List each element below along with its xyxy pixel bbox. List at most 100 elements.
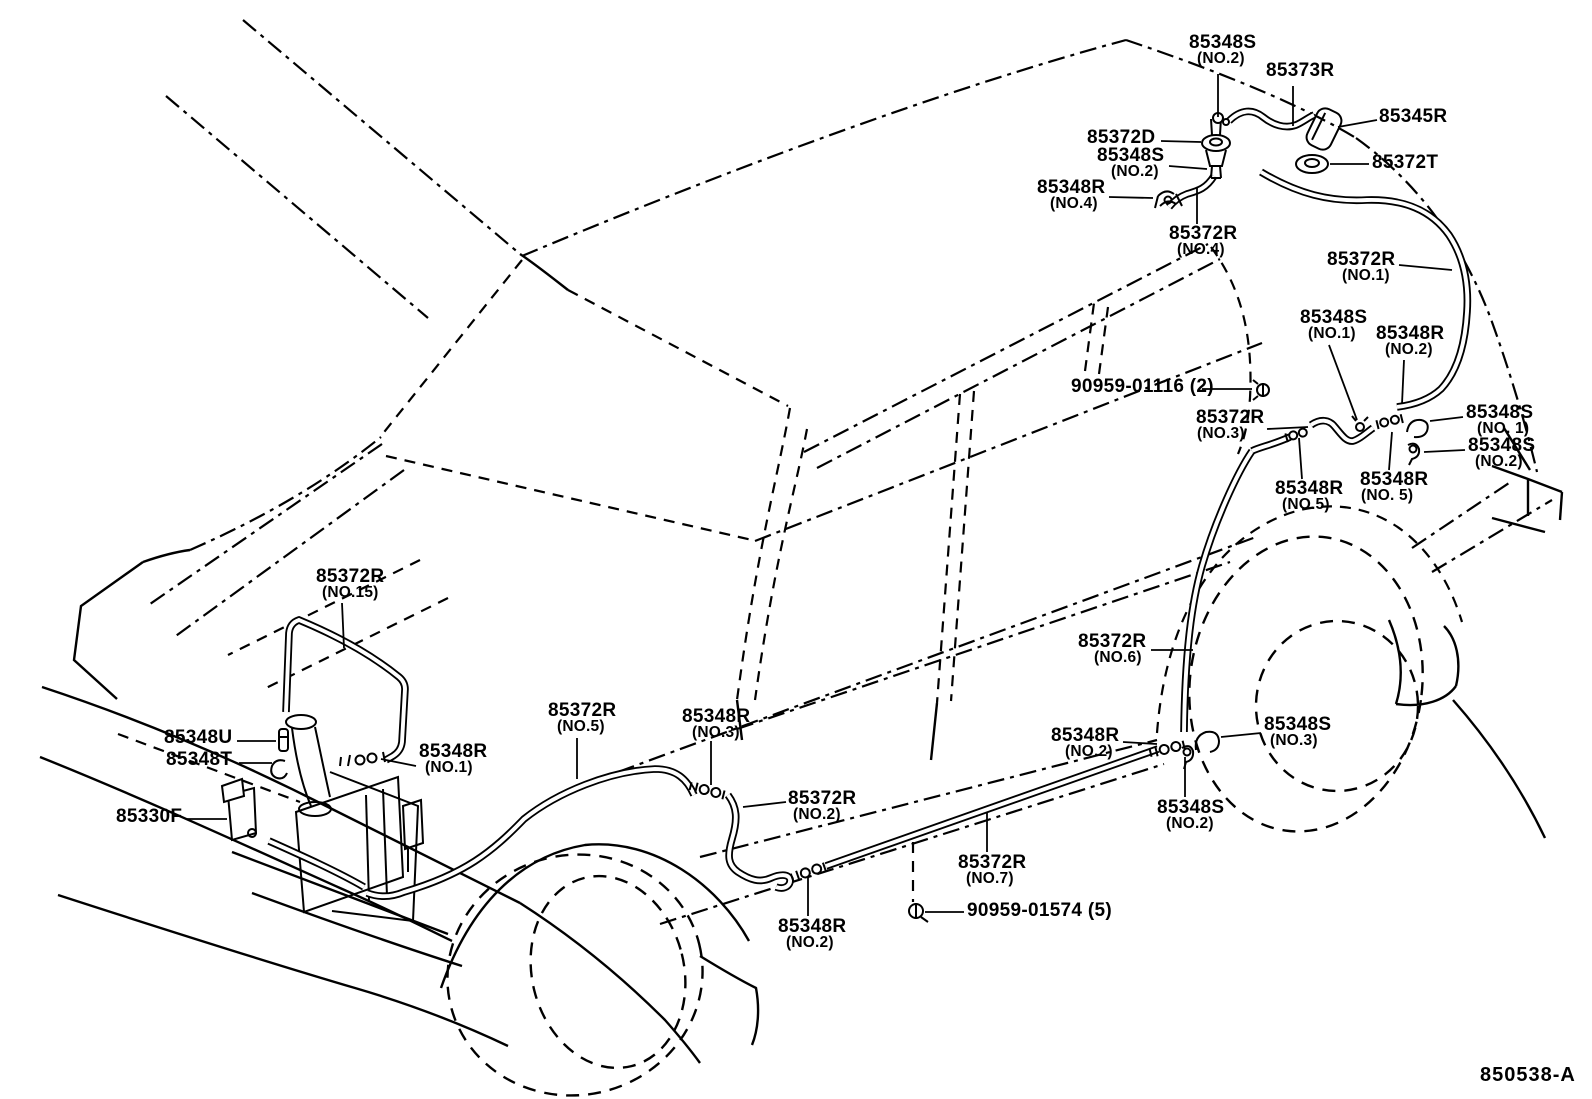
leader-line	[1108, 196, 1154, 199]
part-label-85348s: 85348S(NO.2)	[1189, 33, 1256, 67]
leader-line	[1337, 119, 1378, 128]
window-divider-2	[1097, 306, 1110, 375]
part-number: 85348U	[164, 727, 233, 748]
hose-no1	[1259, 168, 1472, 411]
front-tire	[446, 853, 704, 1097]
part-number: 85372R	[316, 566, 385, 587]
clip-90959-01116	[1252, 379, 1270, 401]
front-wheel-arch	[439, 843, 751, 989]
front-mudflap	[699, 954, 760, 1046]
part-note: (NO.2)	[1385, 341, 1433, 358]
roof-rail-line	[803, 243, 1209, 453]
leader-line	[380, 758, 417, 767]
part-note: (NO.3)	[1197, 425, 1245, 442]
leader-line	[1266, 426, 1309, 430]
part-label-85348r: 85348R(NO.4)	[1037, 178, 1105, 212]
part-note: (NO.6)	[1094, 649, 1142, 666]
leader-line	[1160, 140, 1202, 143]
leader-line	[1328, 344, 1358, 421]
part-number: 90959-01116 (2)	[1071, 376, 1214, 397]
part-label-85372r: 85372R(NO.4)	[1169, 224, 1237, 258]
windshield-corner	[519, 253, 569, 291]
cowl-line	[385, 454, 753, 542]
part-number: 85348S	[1300, 307, 1368, 328]
part-number: 85348S	[1468, 435, 1536, 456]
roof-front-edge	[242, 19, 521, 255]
part-number: 85372R	[1327, 249, 1396, 270]
leader-line	[1298, 437, 1303, 480]
part-note: (NO.3)	[1270, 732, 1318, 749]
rear-door-seam-bottom	[929, 702, 939, 761]
part-number: 85348R	[1051, 725, 1120, 746]
part-label-85348r: 85348R(NO.3)	[682, 707, 750, 741]
pump-cap	[220, 777, 246, 804]
part-85348t	[270, 759, 288, 780]
part-number: 85348R	[1376, 323, 1445, 344]
part-label-85372d: 85372D	[1087, 128, 1155, 147]
bumper-mid	[39, 755, 453, 943]
hood-top-line	[149, 443, 383, 605]
leader-line	[1429, 416, 1464, 422]
quarter-line	[1411, 482, 1510, 549]
reservoir-back	[329, 771, 420, 923]
part-number: 85348R	[778, 916, 847, 937]
leader-line	[1401, 359, 1405, 405]
part-note: (NO.7)	[966, 870, 1014, 887]
part-number: 85372T	[1372, 152, 1439, 173]
leader-lines	[187, 74, 1466, 916]
hose-connector-85348r-no5-right	[1375, 413, 1404, 430]
leader-line	[1388, 431, 1393, 471]
part-label-85348r: 85348R(NO.2)	[1051, 725, 1120, 760]
hose-connector-85348r-no1	[339, 751, 386, 767]
part-note: (NO.2)	[1065, 743, 1113, 760]
vehicle-phantom-outline	[149, 19, 1553, 1097]
clip-85348s-no1-mid	[1351, 415, 1369, 432]
leader-line	[1168, 165, 1208, 170]
frame-line-2	[251, 891, 463, 968]
part-note: (NO.5)	[557, 718, 605, 735]
leader-line	[341, 602, 345, 649]
front-door-seam	[735, 407, 792, 701]
quarter-window-edge	[1210, 246, 1252, 455]
filler-cap	[285, 714, 317, 730]
fender-cap	[142, 548, 191, 564]
part-label-85348r: 85348R(NO.5)	[1275, 479, 1343, 513]
part-note: (NO.4)	[1050, 195, 1098, 212]
part-label-85348s: 85348S(NO.2)	[1157, 797, 1225, 832]
part-note: (NO.2)	[1197, 50, 1245, 67]
reservoir-bracket	[401, 798, 425, 851]
part-number: 85348S	[1466, 402, 1534, 423]
grommet-85372t	[1295, 154, 1329, 174]
part-note: (NO.2)	[1166, 815, 1214, 832]
part-number: 85330F	[116, 806, 183, 827]
part-note: (NO.2)	[1475, 453, 1523, 470]
part-label-85348s: 85348S(NO.1)	[1300, 307, 1368, 342]
part-label-85348s: 85348S(NO.2)	[1097, 146, 1164, 180]
part-label-85348r: 85348R(NO.2)	[1376, 323, 1445, 358]
part-label-85330f: 85330F	[116, 806, 183, 827]
part-label-85348s: 85348S(NO. 1)	[1466, 402, 1534, 437]
hose-joint-85348s-no3	[1194, 730, 1221, 753]
hose-joint-85348s-no1	[1406, 418, 1429, 439]
rear-mudflap	[1387, 619, 1402, 705]
headlamp-box	[72, 561, 144, 700]
hose-connector-85348r-no5	[1284, 427, 1308, 443]
part-label-85345r: 85345R	[1379, 106, 1448, 127]
roof-rail-line-2	[816, 258, 1221, 469]
part-label-85372t: 85372T	[1372, 152, 1439, 173]
filler-neck-2	[314, 726, 331, 798]
window-divider	[1083, 302, 1096, 372]
rear-body-edge	[1502, 427, 1532, 471]
part-label-85373r: 85373R	[1266, 61, 1334, 80]
part-label-85372r: 85372R(NO.5)	[548, 701, 616, 735]
part-85348u	[278, 728, 289, 752]
filler-neck	[291, 727, 312, 807]
part-label-85372r: 85372R(NO.2)	[788, 789, 856, 823]
part-number: 85345R	[1379, 106, 1448, 127]
clip-90959-01574	[908, 903, 929, 923]
part-label-85348s: 85348S(NO.3)	[1264, 715, 1331, 749]
part-label-85372r: 85372R(NO.15)	[316, 566, 385, 601]
part-number: 85348S	[1157, 797, 1225, 818]
part-label-85372r: 85372R(NO.3)	[1196, 408, 1264, 442]
